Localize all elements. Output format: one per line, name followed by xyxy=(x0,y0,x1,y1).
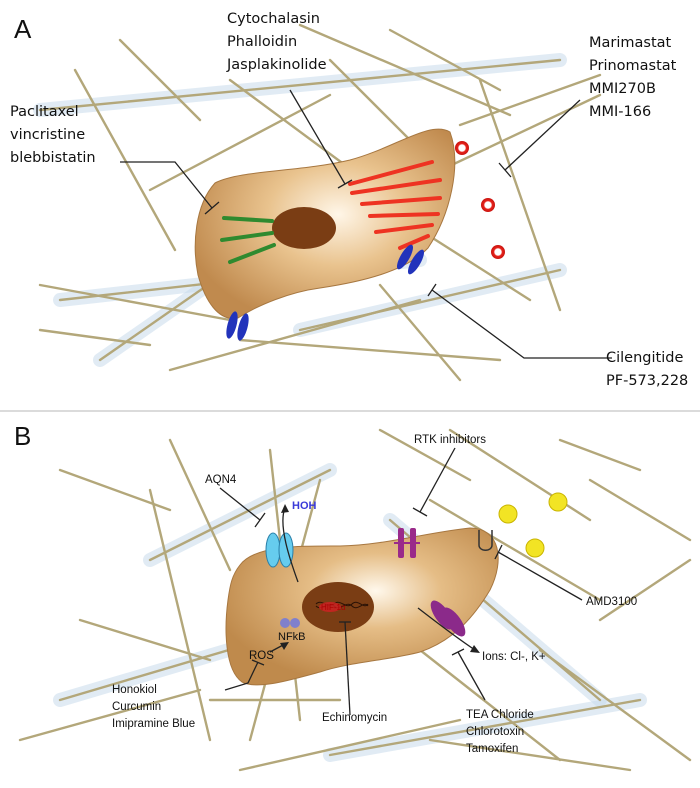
rtk-inhibitors-label: RTK inhibitors xyxy=(414,434,486,446)
panel-b: B xyxy=(14,421,692,772)
panel-b-letter: B xyxy=(14,421,31,451)
rtk-receptor xyxy=(394,528,420,558)
svg-text:Chlorotoxin: Chlorotoxin xyxy=(466,726,524,738)
label-microtubule-drugs: Paclitaxel vincristine blebbistatin xyxy=(10,104,96,166)
mmp-molecules-a xyxy=(455,141,505,259)
water-efflux-arrow xyxy=(282,507,299,583)
svg-text:blebbistatin: blebbistatin xyxy=(10,150,96,166)
hif1a-marker xyxy=(319,602,341,612)
svg-text:Imipramine Blue: Imipramine Blue xyxy=(112,718,195,730)
ion-channel xyxy=(430,600,466,637)
svg-text:Cilengitide: Cilengitide xyxy=(606,350,683,366)
svg-text:PF-573,228: PF-573,228 xyxy=(606,373,688,389)
panel-a: A xyxy=(10,11,688,389)
label-honokiol-group: Honokiol Curcumin Imipramine Blue xyxy=(112,684,195,730)
amd3100-label: AMD3100 xyxy=(586,596,637,608)
cxcr4-receptor xyxy=(478,530,493,551)
svg-text:Phalloidin: Phalloidin xyxy=(227,34,297,50)
water-efflux-arrowhead xyxy=(281,504,289,513)
inhibitor-lines-a xyxy=(120,89,612,359)
nucleus-a xyxy=(272,207,336,249)
integrin-a-right xyxy=(396,244,425,275)
inhibitor-lines-b xyxy=(219,447,583,716)
ros-label: ROS xyxy=(249,650,274,662)
hif1a-label: HIF-1α xyxy=(321,603,346,612)
svg-text:Paclitaxel: Paclitaxel xyxy=(10,104,79,120)
svg-text:Prinomastat: Prinomastat xyxy=(589,58,677,74)
integrin-a-bottom xyxy=(226,311,249,341)
microtubules-a xyxy=(220,216,276,264)
nfkb-label: NFkB xyxy=(278,631,306,643)
ros-to-nfkb-arrowhead xyxy=(280,642,289,650)
svg-text:MMI-166: MMI-166 xyxy=(589,104,651,120)
svg-text:MMI270B: MMI270B xyxy=(589,81,656,97)
ion-efflux-arrow xyxy=(417,607,476,651)
svg-text:Marimastat: Marimastat xyxy=(589,35,672,51)
ions-label: Ions: Cl-, K+ xyxy=(482,651,546,663)
hoh-label: HOH xyxy=(292,500,317,512)
svg-text:TEA Chloride: TEA Chloride xyxy=(466,709,534,721)
label-mmp-inhibitors: Marimastat Prinomastat MMI270B MMI-166 xyxy=(589,35,677,120)
svg-text:Honokiol: Honokiol xyxy=(112,684,157,696)
label-tea-group: TEA Chloride Chlorotoxin Tamoxifen xyxy=(466,709,534,755)
svg-text:Jasplakinolide: Jasplakinolide xyxy=(226,57,327,73)
svg-text:Tamoxifen: Tamoxifen xyxy=(466,743,518,755)
nfkb-complex xyxy=(280,618,300,628)
panel-a-letter: A xyxy=(14,14,32,44)
label-actin-drugs: Cytochalasin Phalloidin Jasplakinolide xyxy=(226,11,327,73)
svg-text:vincristine: vincristine xyxy=(10,127,85,143)
label-integrin-inhibitors: Cilengitide PF-573,228 xyxy=(606,350,688,389)
aqn4-label: AQN4 xyxy=(205,474,237,486)
svg-text:Cytochalasin: Cytochalasin xyxy=(227,11,320,27)
echinomycin-label: Echinomycin xyxy=(322,712,387,724)
ion-efflux-arrowhead xyxy=(470,645,480,653)
svg-text:Curcumin: Curcumin xyxy=(112,701,161,713)
actin-fibers-a xyxy=(348,160,442,250)
chemokine-ligands xyxy=(498,492,568,558)
